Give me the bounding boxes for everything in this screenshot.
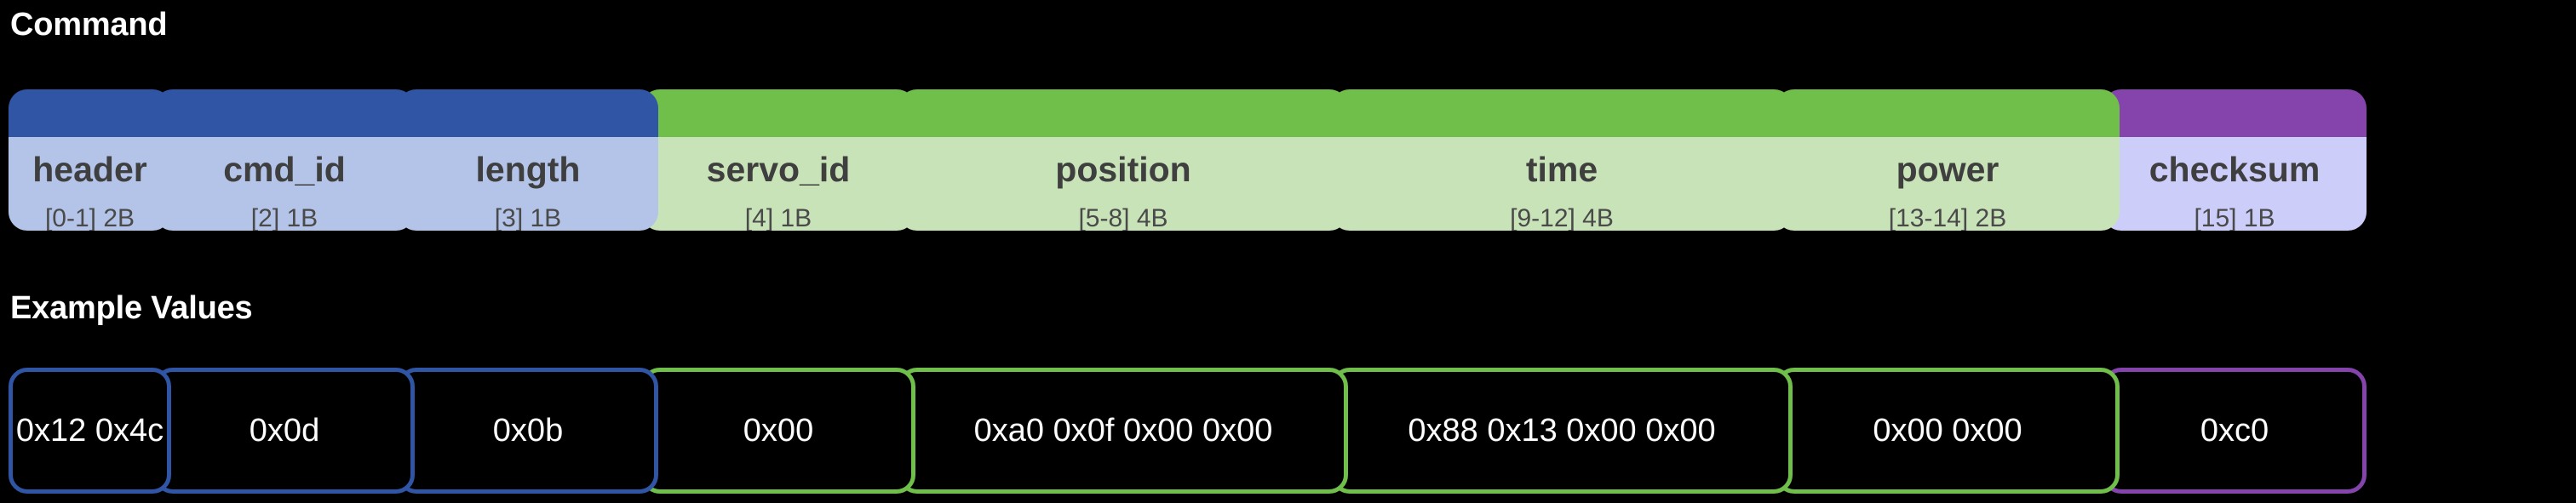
value-text: 0x0b (492, 413, 564, 449)
field-byte-range-label: [3] 1B (494, 204, 562, 231)
value-text: 0x00 0x00 (1873, 413, 2022, 449)
field-cell-header[interactable]: header [0-1] 2B (9, 89, 171, 231)
field-name-label: position (1055, 150, 1191, 189)
example-values-section-title: Example Values (10, 290, 253, 326)
value-cell-checksum[interactable]: 0xc0 (2103, 368, 2367, 494)
field-byte-range-label: [0-1] 2B (44, 204, 135, 231)
field-cell-power[interactable]: power [13-14] 2B (1776, 89, 2120, 231)
field-byte-range-label: [2] 1B (250, 204, 318, 231)
value-cell-length[interactable]: 0x0b (398, 368, 658, 494)
field-byte-range-label: [9-12] 4B (1510, 204, 1614, 231)
field-cell-cmd-id[interactable]: cmd_id [2] 1B (154, 89, 415, 231)
field-cell-time[interactable]: time [9-12] 4B (1331, 89, 1793, 231)
value-cell-header[interactable]: 0x12 0x4c (9, 368, 171, 494)
command-field-row: header [0-1] 2B cmd_id [2] 1B length [3] 1B se… (9, 89, 2567, 231)
field-name-label: header (32, 150, 147, 189)
value-cell-time[interactable]: 0x88 0x13 0x00 0x00 (1331, 368, 1793, 494)
value-text: 0x0d (249, 413, 320, 449)
field-name-label: time (1525, 150, 1598, 189)
field-byte-range-label: [4] 1B (744, 204, 812, 231)
value-cell-servo-id[interactable]: 0x00 (641, 368, 915, 494)
field-name-label: checksum (2149, 150, 2321, 189)
value-text: 0x12 0x4c (15, 413, 164, 449)
value-text: 0x88 0x13 0x00 0x00 (1408, 413, 1716, 449)
field-name-label: length (475, 150, 581, 189)
field-cell-checksum[interactable]: checksum [15] 1B (2103, 89, 2367, 231)
value-text: 0xc0 (2200, 413, 2269, 449)
field-name-label: power (1896, 150, 1999, 189)
example-values-row: 0x12 0x4c 0x0d 0x0b 0x00 0xa0 0x0f 0x00 0x00… (9, 368, 2567, 494)
field-byte-range-label: [13-14] 2B (1888, 204, 2007, 231)
field-cell-length[interactable]: length [3] 1B (398, 89, 658, 231)
field-name-label: cmd_id (223, 150, 346, 189)
value-cell-position[interactable]: 0xa0 0x0f 0x00 0x00 (898, 368, 1348, 494)
value-cell-power[interactable]: 0x00 0x00 (1776, 368, 2120, 494)
field-cell-servo-id[interactable]: servo_id [4] 1B (641, 89, 915, 231)
command-section-title: Command (10, 7, 168, 43)
field-name-label: servo_id (706, 150, 851, 189)
field-cell-position[interactable]: position [5-8] 4B (898, 89, 1348, 231)
value-text: 0xa0 0x0f 0x00 0x00 (973, 413, 1273, 449)
value-cell-cmd-id[interactable]: 0x0d (154, 368, 415, 494)
value-text: 0x00 (743, 413, 814, 449)
field-byte-range-label: [5-8] 4B (1078, 204, 1168, 231)
field-byte-range-label: [15] 1B (2194, 204, 2275, 231)
